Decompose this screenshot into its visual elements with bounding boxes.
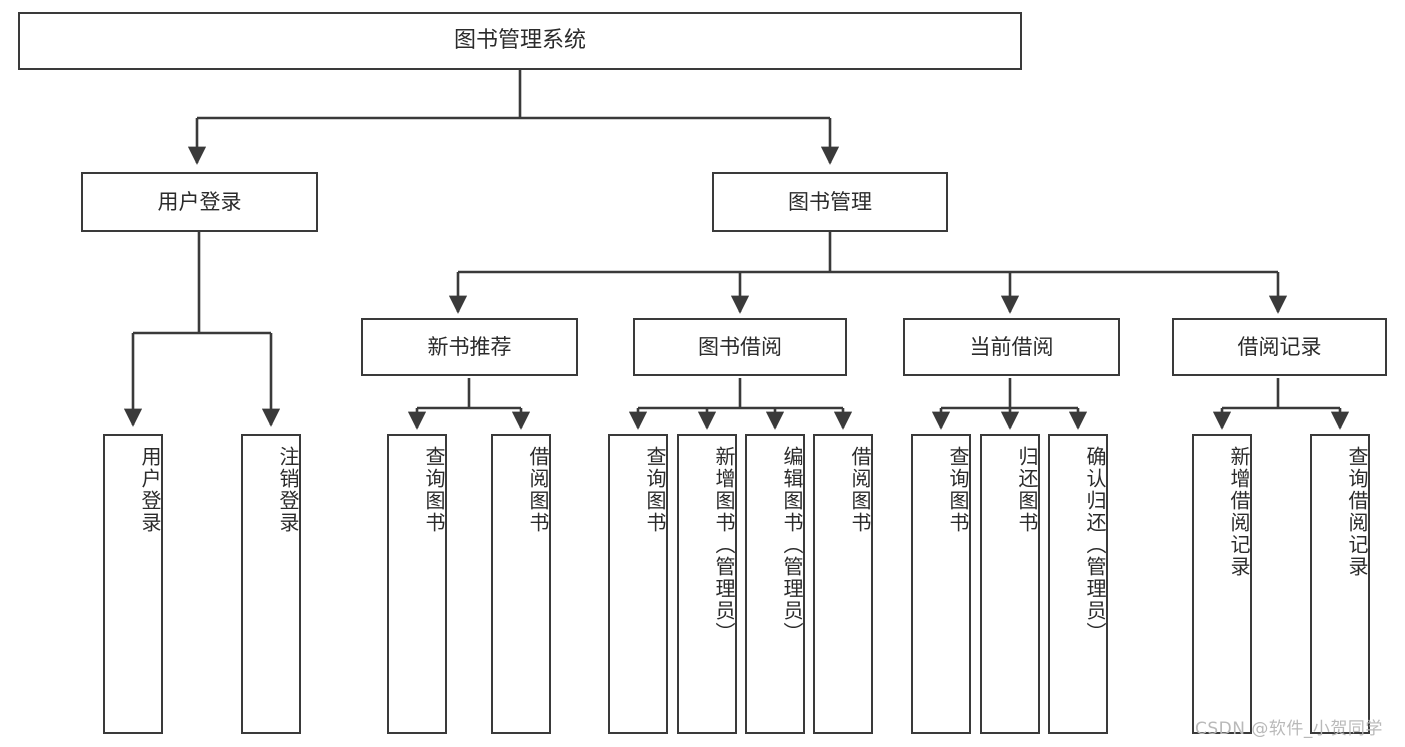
node-label: 图书管理系统 [453,28,586,54]
node-book-borrow[interactable]: 图书借阅 [633,318,847,376]
node-current-borrow[interactable]: 当前借阅 [903,318,1120,376]
leaf-book-borrow-borrow[interactable]: 借阅图书 [813,434,873,734]
leaf-book-borrow-query[interactable]: 查询图书 [608,434,668,734]
leaf-user-login-login[interactable]: 用户登录 [103,434,163,734]
node-label: 新增图书（管理员） [712,446,736,644]
node-label: 注销登录 [276,446,300,534]
node-label: 用户登录 [157,189,242,214]
leaf-user-login-logout[interactable]: 注销登录 [241,434,301,734]
node-label: 查询图书 [422,446,446,534]
node-label: 图书管理 [788,189,872,214]
node-label: 借阅图书 [848,446,872,534]
node-label: 新增借阅记录 [1227,446,1251,578]
node-label: 用户登录 [138,446,162,534]
leaf-borrow-record-query[interactable]: 查询借阅记录 [1310,434,1370,734]
node-label: 查询图书 [946,446,970,534]
node-new-book-recommend[interactable]: 新书推荐 [361,318,578,376]
leaf-book-borrow-edit[interactable]: 编辑图书（管理员） [745,434,805,734]
node-label: 新书推荐 [427,334,512,359]
leaf-book-borrow-add[interactable]: 新增图书（管理员） [677,434,737,734]
csdn-watermark: CSDN @软件_小贺同学 [1195,719,1383,739]
leaf-borrow-record-add[interactable]: 新增借阅记录 [1192,434,1252,734]
node-label: 借阅记录 [1237,334,1322,359]
node-label: 借阅图书 [526,446,550,534]
node-label: 图书借阅 [698,334,782,359]
node-label: 确认归还（管理员） [1083,446,1107,644]
leaf-current-borrow-query[interactable]: 查询图书 [911,434,971,734]
node-borrow-record[interactable]: 借阅记录 [1172,318,1387,376]
node-root-system[interactable]: 图书管理系统 [18,12,1022,70]
node-book-management[interactable]: 图书管理 [712,172,948,232]
node-user-login[interactable]: 用户登录 [81,172,318,232]
node-label: 当前借阅 [969,334,1054,359]
node-label: 查询借阅记录 [1345,446,1369,578]
node-label: 查询图书 [643,446,667,534]
leaf-new-book-query[interactable]: 查询图书 [387,434,447,734]
node-label: 编辑图书（管理员） [780,446,804,644]
leaf-current-borrow-return[interactable]: 归还图书 [980,434,1040,734]
leaf-new-book-borrow[interactable]: 借阅图书 [491,434,551,734]
node-label: 归还图书 [1015,446,1039,534]
leaf-current-borrow-confirm[interactable]: 确认归还（管理员） [1048,434,1108,734]
